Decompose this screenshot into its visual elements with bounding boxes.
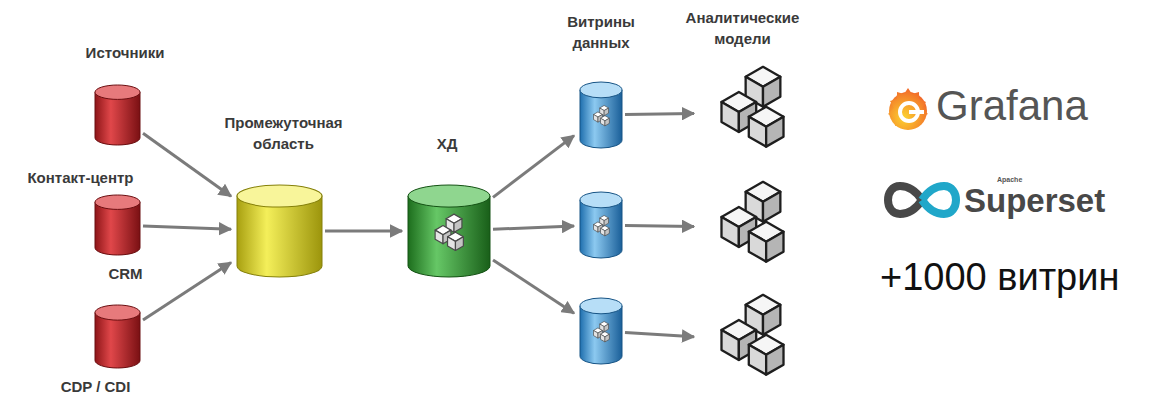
cube-shape — [700, 175, 805, 280]
cube-face — [766, 345, 783, 375]
flow-arrow — [143, 133, 231, 196]
database-cylinder: CDP / CDI — [95, 305, 140, 368]
flow-arrow — [493, 226, 574, 229]
cylinder-body — [95, 313, 140, 368]
group-heading: Источники — [86, 44, 165, 61]
database-cylinder: Промежуточная область — [237, 185, 322, 277]
cube-face — [721, 217, 738, 247]
cylinder-shape — [95, 85, 140, 145]
database-cylinder: Витрины данных — [580, 82, 622, 148]
node-caption: CDP / CDI — [61, 376, 131, 398]
cube-face — [766, 117, 783, 147]
cube-cluster — [721, 295, 783, 375]
cube-cluster — [593, 216, 609, 236]
cylinder-top — [95, 305, 140, 320]
cube-face — [721, 330, 738, 360]
flow-arrow — [143, 226, 231, 229]
superset-icon — [884, 178, 960, 222]
cube-face — [749, 232, 766, 262]
database-cylinder: ХД — [408, 185, 490, 277]
cube-face — [604, 108, 608, 116]
cube-cluster — [593, 106, 609, 126]
cylinder-body — [95, 92, 140, 145]
cube-face — [763, 305, 780, 335]
cube-face — [763, 192, 780, 222]
logo-text: Apache — [997, 176, 1022, 183]
cube-face — [454, 218, 462, 232]
cylinder-shape — [95, 195, 140, 255]
cube-face — [604, 229, 608, 237]
cube-shape — [700, 60, 805, 165]
cube-face — [763, 77, 780, 107]
cylinder-shape — [95, 305, 140, 368]
cylinder-top — [95, 85, 140, 99]
node-caption: ХД — [437, 133, 458, 155]
cube-face — [593, 331, 597, 339]
logo-text: Grafana — [936, 82, 1088, 130]
cube-face — [593, 225, 597, 233]
cube-face — [593, 115, 597, 123]
cube-face — [749, 117, 766, 147]
database-cylinder — [580, 192, 622, 258]
node-caption: Витрины данных — [546, 11, 656, 55]
grafana-icon — [884, 84, 932, 134]
cube-face — [721, 102, 738, 132]
cylinder-body — [237, 196, 322, 277]
cylinder-body — [408, 196, 490, 277]
cylinder-shape — [237, 185, 322, 277]
cube-face — [435, 230, 443, 244]
flow-arrow — [325, 230, 402, 233]
node-caption: Аналитические модели — [663, 7, 823, 51]
cube-cluster — [721, 182, 783, 262]
cylinder-top — [580, 82, 622, 98]
cylinder-body — [95, 202, 140, 255]
flow-arrow — [625, 333, 694, 337]
cylinder-top — [408, 185, 490, 207]
cube-shape — [700, 288, 805, 393]
cube-cluster — [593, 322, 609, 342]
cube-face — [749, 345, 766, 375]
analytic-model — [700, 175, 805, 280]
cube-face — [766, 232, 783, 262]
database-cylinder: Контакт-центр — [95, 85, 140, 145]
database-cylinder: CRM — [95, 195, 140, 255]
cube-cluster — [435, 214, 463, 250]
flow-arrow — [625, 225, 694, 226]
cube-face — [600, 335, 604, 343]
cylinder-body — [580, 200, 622, 258]
analytic-model — [700, 288, 805, 393]
node-caption: CRM — [108, 263, 142, 285]
logo-text: Superset — [964, 182, 1105, 220]
cube-face — [604, 335, 608, 343]
flow-arrow — [625, 113, 694, 114]
cube-icon — [588, 100, 615, 134]
cylinder-body — [580, 306, 622, 364]
cube-face — [604, 218, 608, 226]
flow-arrow — [493, 260, 574, 313]
node-caption: Промежуточная область — [199, 112, 369, 156]
note-text: +1000 витрин — [880, 256, 1119, 299]
cube-face — [600, 119, 604, 127]
cylinder-top — [580, 192, 622, 208]
cube-icon — [588, 316, 615, 350]
cylinder-top — [580, 298, 622, 314]
node-caption: Контакт-центр — [27, 167, 133, 189]
analytic-model: Аналитические модели — [700, 60, 805, 165]
cylinder-top — [237, 185, 322, 207]
cube-face — [455, 237, 463, 251]
cube-cluster — [721, 67, 783, 147]
database-cylinder — [580, 298, 622, 364]
cube-face — [447, 237, 455, 251]
cylinder-top — [95, 195, 140, 209]
cube-face — [600, 229, 604, 237]
cube-icon — [588, 210, 615, 244]
flow-arrow — [493, 136, 574, 198]
flow-arrow — [143, 263, 231, 320]
cube-face — [604, 119, 608, 127]
cube-icon — [423, 211, 475, 259]
cube-face — [604, 324, 608, 332]
cylinder-body — [580, 90, 622, 148]
